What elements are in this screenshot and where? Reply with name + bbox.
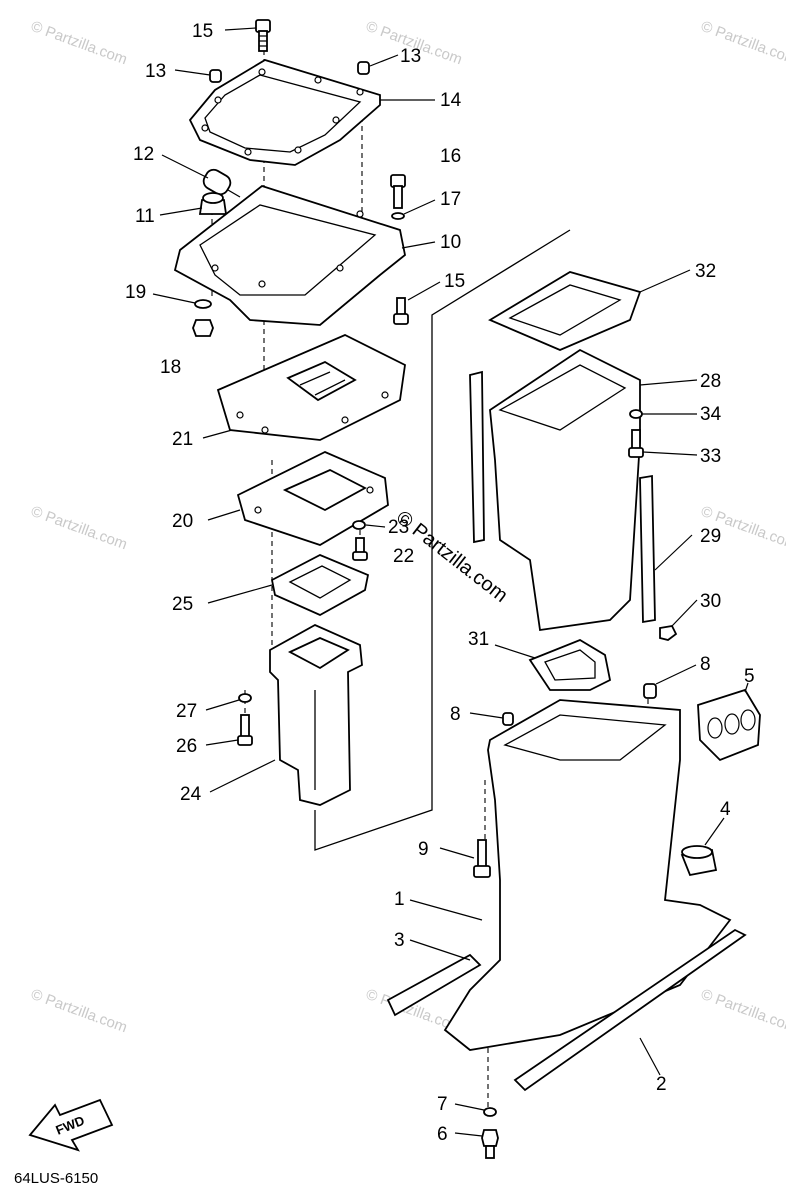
upper-casing-28 bbox=[489, 348, 641, 632]
callout-17: 17 bbox=[440, 189, 461, 210]
callout-25: 25 bbox=[172, 594, 193, 615]
callout-34: 34 bbox=[700, 404, 722, 425]
callout-6: 6 bbox=[437, 1124, 448, 1145]
nut-18 bbox=[192, 319, 214, 337]
bolt-26 bbox=[237, 714, 253, 746]
strip-2 bbox=[513, 928, 747, 1092]
cap-4 bbox=[680, 845, 718, 877]
leader-lines bbox=[152, 27, 749, 1137]
strip-3 bbox=[386, 953, 482, 1017]
callout-16: 16 bbox=[440, 146, 461, 167]
callout-28: 28 bbox=[700, 371, 721, 392]
callout-14: 14 bbox=[440, 90, 462, 111]
watermark: © Partzilla.com bbox=[699, 18, 786, 69]
dowel-8 bbox=[502, 683, 657, 726]
washer-27 bbox=[238, 693, 252, 703]
callout-5: 5 bbox=[744, 666, 755, 687]
callout-4: 4 bbox=[720, 799, 731, 820]
callout-30: 30 bbox=[700, 591, 721, 612]
callout-33: 33 bbox=[700, 446, 721, 467]
watermark: © Partzilla.com bbox=[29, 503, 130, 554]
plate-20 bbox=[236, 451, 389, 546]
callout-26: 26 bbox=[176, 736, 197, 757]
callout-19: 19 bbox=[125, 282, 146, 303]
callout-9: 9 bbox=[418, 839, 429, 860]
grommet-5 bbox=[697, 688, 761, 762]
callout-1: 1 bbox=[394, 889, 405, 910]
plate-21 bbox=[216, 334, 406, 441]
callout-23: 23 bbox=[388, 517, 409, 538]
callout-13: 13 bbox=[400, 46, 421, 67]
fwd-arrow-icon: FWD bbox=[28, 1098, 114, 1152]
callout-18: 18 bbox=[160, 357, 181, 378]
gasket-32 bbox=[488, 271, 642, 351]
callout-15: 15 bbox=[444, 271, 465, 292]
callout-7: 7 bbox=[437, 1094, 448, 1115]
washer-7 bbox=[483, 1107, 497, 1117]
callout-21: 21 bbox=[172, 429, 193, 450]
callout-31: 31 bbox=[468, 629, 489, 650]
callout-24: 24 bbox=[180, 784, 202, 805]
muffler-24 bbox=[269, 623, 363, 806]
washer-34 bbox=[629, 409, 643, 419]
gasket-25 bbox=[270, 554, 370, 617]
bolt-22 bbox=[352, 537, 368, 561]
callout-8: 8 bbox=[450, 704, 461, 725]
dowel-pins-13 bbox=[209, 61, 370, 83]
exhaust-guide-10 bbox=[173, 184, 406, 326]
callouts: 15 13 13 14 12 16 11 17 10 19 15 18 32 2… bbox=[125, 21, 755, 1145]
rubber-strip-29 bbox=[469, 370, 656, 624]
fitting-12 bbox=[202, 168, 241, 198]
seal-31 bbox=[528, 638, 612, 691]
watermark: © Partzilla.com bbox=[29, 18, 130, 69]
callout-15: 15 bbox=[192, 21, 213, 42]
bolt-15-top bbox=[255, 19, 271, 52]
bolt-15-lower bbox=[393, 297, 409, 325]
callout-10: 10 bbox=[440, 232, 461, 253]
washer-17 bbox=[391, 212, 405, 220]
watermark: © Partzilla.com bbox=[699, 986, 786, 1037]
callout-8: 8 bbox=[700, 654, 711, 675]
diagram-code: 64LUS-6150 bbox=[14, 1170, 99, 1187]
casing-1 bbox=[443, 699, 732, 1051]
washer-23 bbox=[352, 520, 366, 530]
callout-29: 29 bbox=[700, 526, 721, 547]
callout-2: 2 bbox=[656, 1074, 667, 1095]
nut-30 bbox=[659, 625, 678, 641]
bolt-9 bbox=[473, 839, 491, 878]
callout-13: 13 bbox=[145, 61, 166, 82]
callout-27: 27 bbox=[176, 701, 197, 722]
callout-22: 22 bbox=[393, 546, 414, 567]
plug-11 bbox=[198, 192, 228, 215]
callout-11: 11 bbox=[135, 206, 155, 227]
washer-19 bbox=[194, 299, 212, 309]
callout-3: 3 bbox=[394, 930, 405, 951]
watermark: © Partzilla.com bbox=[29, 986, 130, 1037]
bolt-16 bbox=[390, 174, 406, 209]
callout-32: 32 bbox=[695, 261, 716, 282]
bolt-6 bbox=[481, 1129, 499, 1159]
callout-12: 12 bbox=[133, 144, 154, 165]
callout-20: 20 bbox=[172, 511, 193, 532]
